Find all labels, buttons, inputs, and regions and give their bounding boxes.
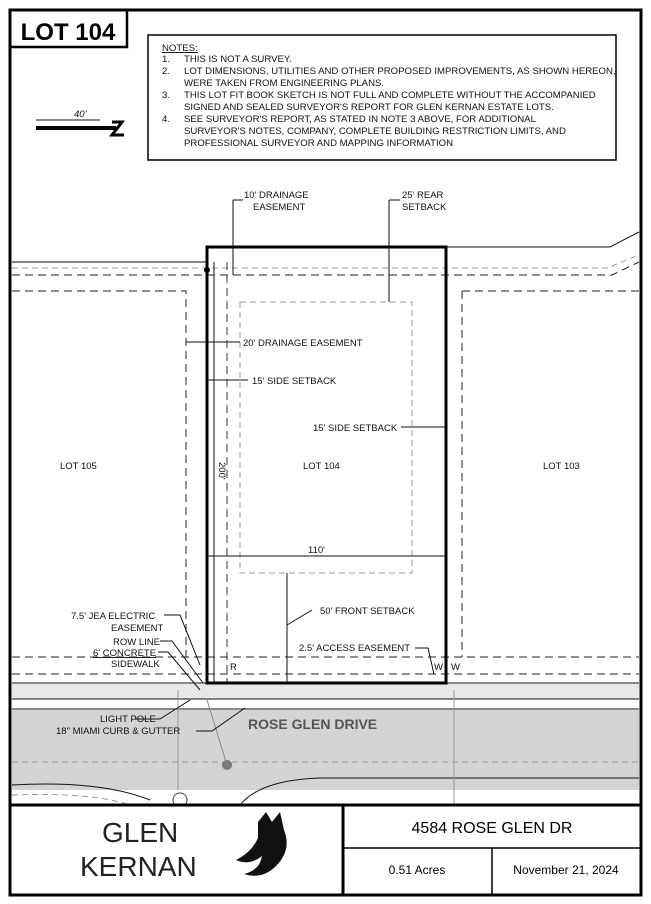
drainage-10-label-2: EASEMENT — [253, 202, 305, 213]
fox-logo-icon — [236, 812, 287, 876]
access-easement-label: 2.5' ACCESS EASEMENT — [299, 643, 410, 654]
svg-text:SURVEYOR'S NOTES, COMPANY, COM: SURVEYOR'S NOTES, COMPANY, COMPLETE BUIL… — [184, 126, 566, 137]
side-setback-right-label: 15' SIDE SETBACK — [313, 423, 398, 434]
svg-text:3.: 3. — [162, 90, 170, 101]
lot-104-boundary — [205, 245, 448, 685]
logo-text-glen: GLEN — [102, 817, 178, 848]
notes-heading: NOTES: — [162, 43, 198, 54]
svg-text:LOT DIMENSIONS, UTILITIES AND: LOT DIMENSIONS, UTILITIES AND OTHER PROP… — [184, 66, 616, 77]
lot-103-label: LOT 103 — [543, 461, 580, 472]
rear-setback-label: 25' REAR — [402, 190, 444, 201]
date: November 21, 2024 — [513, 863, 619, 877]
lot-105-label: LOT 105 — [60, 461, 97, 472]
lot-104-label: LOT 104 — [303, 461, 340, 472]
marker-w-2: W — [451, 662, 460, 673]
svg-text:1.: 1. — [162, 54, 170, 65]
street — [12, 710, 639, 790]
address: 4584 ROSE GLEN DR — [412, 820, 573, 837]
svg-text:SEE SURVEYOR'S REPORT, AS STAT: SEE SURVEYOR'S REPORT, AS STATED IN NOTE… — [184, 114, 537, 125]
street-name: ROSE GLEN DRIVE — [248, 716, 377, 732]
building-envelope — [239, 301, 413, 574]
sidewalk-label-2: SIDEWALK — [111, 659, 160, 670]
depth-label: 200' — [216, 462, 227, 480]
svg-text:WERE TAKEN FROM ENGINEERING PL: WERE TAKEN FROM ENGINEERING PLANS. — [184, 78, 384, 89]
svg-text:THIS IS NOT A SURVEY.: THIS IS NOT A SURVEY. — [184, 54, 292, 65]
logo-text-kernan: KERNAN — [80, 851, 197, 882]
rear-setback-label-2: SETBACK — [402, 202, 447, 213]
svg-text:SIGNED AND SEALED SURVEYOR'S R: SIGNED AND SEALED SURVEYOR'S REPORT FOR … — [184, 102, 554, 113]
svg-text:2.: 2. — [162, 66, 170, 77]
notes-list: 1. THIS IS NOT A SURVEY. 2. LOT DIMENSIONS… — [162, 54, 616, 149]
lot-title: LOT 104 — [21, 19, 116, 46]
svg-text:THIS LOT FIT BOOK SKETCH IS NO: THIS LOT FIT BOOK SKETCH IS NOT FULL AND… — [184, 90, 596, 101]
row-line-label: ROW LINE — [113, 637, 160, 648]
svg-text:PROFESSIONAL SURVEYOR AND MAPP: PROFESSIONAL SURVEYOR AND MAPPING INFORM… — [184, 138, 453, 149]
side-setback-left-label: 15' SIDE SETBACK — [252, 376, 337, 387]
curb-label: 18" MIAMI CURB & GUTTER — [56, 726, 180, 737]
light-pole-label: LIGHT POLE — [100, 714, 156, 725]
sidewalk — [12, 684, 639, 699]
drainage-20-label: 20' DRAINAGE EASEMENT — [243, 338, 363, 349]
marker-r: R — [230, 662, 237, 673]
front-setback-label: 50' FRONT SETBACK — [320, 606, 415, 617]
jea-easement-label: 7.5' JEA ELECTRIC — [71, 611, 155, 622]
width-label: 110' — [308, 545, 325, 556]
svg-text:4.: 4. — [162, 114, 170, 125]
jea-easement-label-2: EASEMENT — [111, 623, 163, 634]
scale-label: 40' — [74, 109, 88, 120]
drainage-10-label: 10' DRAINAGE — [244, 190, 309, 201]
marker-w: W — [434, 662, 443, 673]
acreage: 0.51 Acres — [389, 863, 446, 877]
notes-box — [147, 34, 617, 161]
sidewalk-label: 6' CONCRETE — [93, 648, 156, 659]
